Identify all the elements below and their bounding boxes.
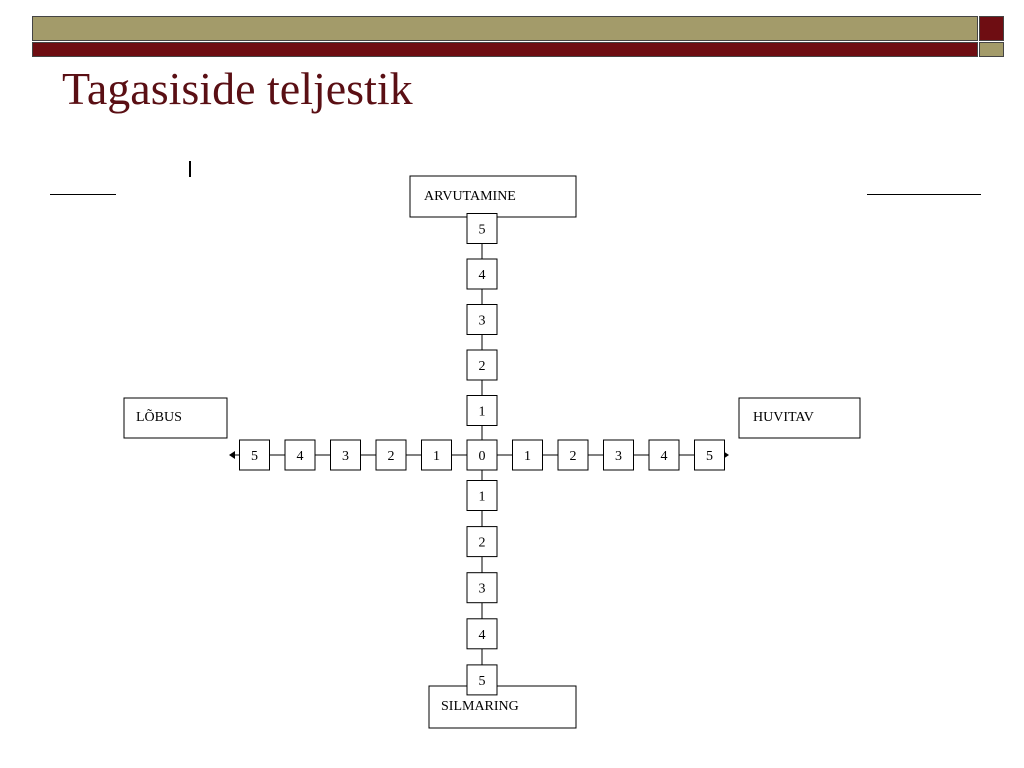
header-square-red — [979, 16, 1004, 41]
scale-box-left-5: 5 — [239, 439, 270, 471]
scale-box-left-4: 4 — [284, 439, 316, 471]
scale-box-down-1-label: 1 — [479, 490, 486, 505]
label-box-bottom: SILMARING — [428, 685, 577, 729]
scale-box-up-4-label: 4 — [479, 268, 486, 283]
scale-box-right-3-label: 3 — [615, 449, 622, 464]
label-box-top: ARVUTAMINE — [409, 175, 577, 218]
scale-box-up-3: 3 — [466, 304, 498, 335]
scale-box-down-4-label: 4 — [479, 628, 486, 643]
scale-box-left-5-label: 5 — [251, 449, 258, 464]
left-rule-line — [50, 194, 116, 195]
scale-box-down-4: 4 — [466, 618, 498, 650]
scale-box-right-2-label: 2 — [570, 449, 577, 464]
scale-box-right-2: 2 — [557, 439, 589, 471]
label-top: ARVUTAMINE — [424, 189, 516, 204]
scale-box-left-1-label: 1 — [433, 449, 440, 464]
scale-boxes: 0 1 2 3 4 5 1 2 3 4 5 1 2 3 4 5 1 2 3 4 5 — [239, 213, 725, 696]
scale-box-center: 0 — [466, 439, 498, 471]
text-cursor-mark — [189, 161, 191, 177]
scale-box-up-2-label: 2 — [479, 359, 486, 374]
arrow-left-icon — [229, 451, 235, 459]
label-right: HUVITAV — [753, 410, 814, 425]
scale-box-up-4: 4 — [466, 258, 498, 290]
scale-box-down-2-label: 2 — [479, 536, 486, 551]
scale-box-up-2: 2 — [466, 349, 498, 381]
scale-box-right-4: 4 — [648, 439, 680, 471]
scale-box-right-1-label: 1 — [524, 449, 531, 464]
label-box-right: HUVITAV — [738, 397, 861, 439]
slide-title: Tagasiside teljestik — [62, 63, 413, 114]
scale-box-down-1: 1 — [466, 480, 498, 511]
scale-box-down-3: 3 — [466, 572, 498, 604]
scale-box-down-5: 5 — [466, 664, 498, 696]
scale-box-down-2: 2 — [466, 526, 498, 558]
scale-box-down-3-label: 3 — [479, 582, 486, 597]
right-rule-line — [867, 194, 981, 195]
header-bar-olive — [32, 16, 978, 41]
scale-box-right-5-label: 5 — [706, 449, 713, 464]
scale-box-left-1: 1 — [421, 439, 452, 471]
scale-box-left-2: 2 — [375, 439, 407, 471]
scale-box-left-2-label: 2 — [388, 449, 395, 464]
scale-box-up-3-label: 3 — [479, 314, 486, 329]
scale-box-up-1: 1 — [466, 395, 498, 426]
scale-box-center-label: 0 — [479, 449, 486, 464]
header-bar-red — [32, 42, 978, 57]
scale-box-up-5-label: 5 — [479, 223, 486, 238]
scale-box-right-5: 5 — [694, 439, 725, 471]
scale-box-up-1-label: 1 — [479, 405, 486, 420]
scale-box-left-4-label: 4 — [297, 449, 304, 464]
scale-box-left-3-label: 3 — [342, 449, 349, 464]
label-box-left: LÕBUS — [123, 397, 228, 439]
label-bottom: SILMARING — [441, 699, 519, 714]
scale-box-up-5: 5 — [466, 213, 498, 244]
scale-box-right-1: 1 — [512, 439, 543, 471]
scale-box-right-4-label: 4 — [661, 449, 668, 464]
scale-box-down-5-label: 5 — [479, 674, 486, 689]
scale-box-left-3: 3 — [330, 439, 361, 471]
scale-box-right-3: 3 — [603, 439, 634, 471]
label-left: LÕBUS — [136, 408, 182, 425]
header-square-olive — [979, 42, 1004, 57]
